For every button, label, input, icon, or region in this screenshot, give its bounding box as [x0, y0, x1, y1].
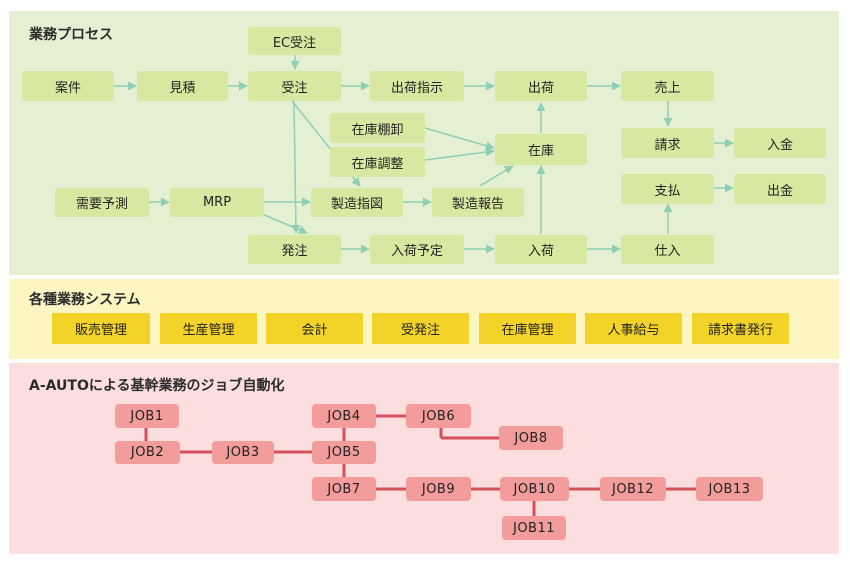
process-node-shiharai: 支払 [621, 174, 714, 204]
arrow-tanaoroshi-to-zaiko [424, 127, 495, 151]
arrow-juchu-to-hacchu [291, 100, 301, 234]
jobs-section-title: A-AUTOによる基幹業務のジョブ自動化 [29, 378, 285, 394]
job-node-11: JOB11 [502, 516, 566, 540]
job-node-6: JOB6 [406, 404, 471, 428]
process-node-nyuka-yotei: 入荷予定 [370, 235, 464, 264]
process-node-zaiko-tanaoroshi: 在庫棚卸 [330, 113, 425, 143]
job-node-1: JOB1 [115, 404, 179, 428]
job-node-5: JOB5 [312, 441, 376, 464]
process-node-mitsumori: 見積 [137, 71, 228, 101]
job-node-4: JOB4 [312, 404, 376, 428]
process-node-seikyu: 請求 [621, 128, 714, 158]
job-node-10: JOB10 [500, 477, 569, 501]
process-node-seizo-shizu: 製造指図 [311, 188, 403, 217]
job-node-2: JOB2 [115, 441, 180, 464]
process-node-anken: 案件 [22, 71, 114, 101]
process-node-zaiko-chousei: 在庫調整 [330, 147, 425, 177]
process-node-uriage: 売上 [621, 71, 714, 101]
system-node-kaikei: 会計 [266, 313, 363, 344]
job-node-9: JOB9 [406, 477, 471, 501]
process-node-shukka: 出荷 [495, 71, 587, 101]
arrow-houkoku-to-zaiko [479, 165, 514, 187]
system-node-seikyusho-hakko: 請求書発行 [692, 313, 789, 344]
job-node-12: JOB12 [600, 477, 666, 501]
job-node-8: JOB8 [499, 426, 563, 450]
process-node-ec-juchu: EC受注 [248, 27, 341, 55]
job-node-7: JOB7 [312, 477, 376, 501]
system-node-jinji-kyuyo: 人事給与 [585, 313, 682, 344]
process-node-shukka-shiji: 出荷指示 [370, 71, 464, 101]
process-node-seizo-houkoku: 製造報告 [432, 188, 524, 217]
system-node-zaiko-kanri: 在庫管理 [479, 313, 576, 344]
arrow-chousei-to-zaiko [424, 147, 495, 161]
process-node-shukkin: 出金 [734, 174, 826, 204]
process-node-zaiko: 在庫 [495, 134, 587, 165]
system-node-juhacchu: 受発注 [372, 313, 469, 344]
system-node-hanbai-kanri: 販売管理 [52, 313, 150, 344]
arrow-mrp-to-hacchu [261, 213, 308, 234]
process-node-hacchu: 発注 [248, 235, 341, 264]
systems-section-title: 各種業務システム [29, 292, 141, 308]
process-node-juyo-yosoku: 需要予測 [55, 188, 149, 217]
process-node-mrp: MRP [170, 188, 264, 217]
job-node-13: JOB13 [696, 477, 763, 501]
process-node-nyuka: 入荷 [495, 235, 587, 264]
process-node-shiire: 仕入 [621, 235, 714, 264]
process-node-nyukin: 入金 [734, 128, 826, 158]
process-section-title: 業務プロセス [29, 27, 113, 43]
job-node-3: JOB3 [212, 441, 274, 464]
system-node-seisan-kanri: 生産管理 [160, 313, 257, 344]
process-node-juchu: 受注 [248, 71, 341, 101]
